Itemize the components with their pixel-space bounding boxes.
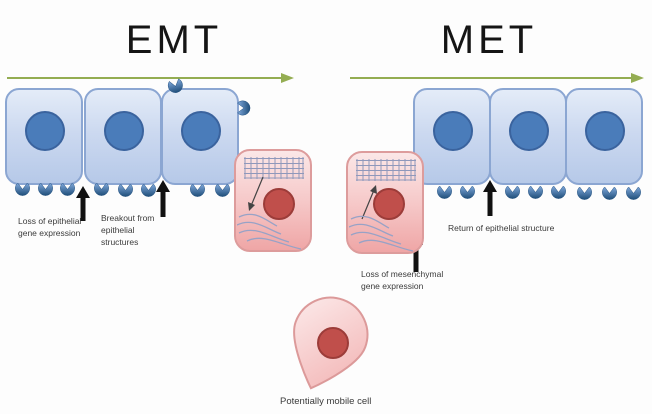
adhesion-molecule-icon xyxy=(504,184,521,200)
label-breakout: Breakout from epithelial structures xyxy=(101,213,155,247)
annotation-arrow-up xyxy=(483,180,497,216)
adhesion-molecule-icon xyxy=(117,182,134,198)
mesenchymal-cell xyxy=(346,151,424,254)
adhesion-molecule-icon xyxy=(550,184,567,200)
adhesion-molecule-icon xyxy=(93,181,110,197)
adhesion-molecule-icon xyxy=(189,182,206,198)
adhesion-molecule-icon xyxy=(625,185,642,201)
met-direction-arrow xyxy=(350,73,644,83)
reorganization-arrow-icon xyxy=(361,185,377,220)
epithelial-cell xyxy=(5,88,83,185)
cell-nucleus xyxy=(317,327,349,359)
adhesion-molecule-icon xyxy=(459,184,476,200)
adhesion-molecule-icon xyxy=(436,184,453,200)
stress-fiber-icon xyxy=(349,215,414,252)
stress-fiber-icon xyxy=(237,213,302,250)
epithelial-cell xyxy=(489,88,567,185)
adhesion-molecule-icon xyxy=(59,181,76,197)
adhesion-molecule-icon xyxy=(14,181,31,197)
epithelial-cell xyxy=(413,88,491,185)
adhesion-molecule-icon xyxy=(37,181,54,197)
emt-title: EMT xyxy=(125,18,223,62)
met-title: MET xyxy=(440,18,538,62)
annotation-arrow-up xyxy=(156,180,170,217)
label-return-epithelial: Return of epithelial structure xyxy=(448,223,555,233)
epithelial-cell xyxy=(161,88,239,185)
adhesion-molecule-icon xyxy=(601,185,618,201)
cell-nucleus xyxy=(433,111,473,151)
cell-nucleus xyxy=(104,111,144,151)
cytoskeleton-grid-icon xyxy=(244,157,304,179)
adhesion-molecule-icon xyxy=(576,185,593,201)
epithelial-cell xyxy=(84,88,162,185)
reorganization-arrow-icon xyxy=(248,176,264,211)
cytoskeleton-grid-icon xyxy=(356,159,416,181)
cell-nucleus xyxy=(585,111,625,151)
cell-nucleus xyxy=(25,111,65,151)
label-loss-epithelial: Loss of epithelial gene expression xyxy=(18,216,82,238)
cell-nucleus xyxy=(263,188,295,220)
cell-nucleus xyxy=(373,188,405,220)
mesenchymal-cell xyxy=(234,149,312,252)
label-mobile-cell: Potentially mobile cell xyxy=(280,396,372,407)
label-loss-mesenchymal: Loss of mesenchymal gene expression xyxy=(361,269,444,291)
annotation-arrow-up xyxy=(76,186,90,221)
cell-nucleus xyxy=(181,111,221,151)
emt-direction-arrow xyxy=(7,73,294,83)
adhesion-molecule-icon xyxy=(214,182,231,198)
adhesion-molecule-icon xyxy=(527,184,544,200)
epithelial-cell xyxy=(565,88,643,185)
adhesion-molecule-icon xyxy=(236,100,252,117)
cell-nucleus xyxy=(509,111,549,151)
